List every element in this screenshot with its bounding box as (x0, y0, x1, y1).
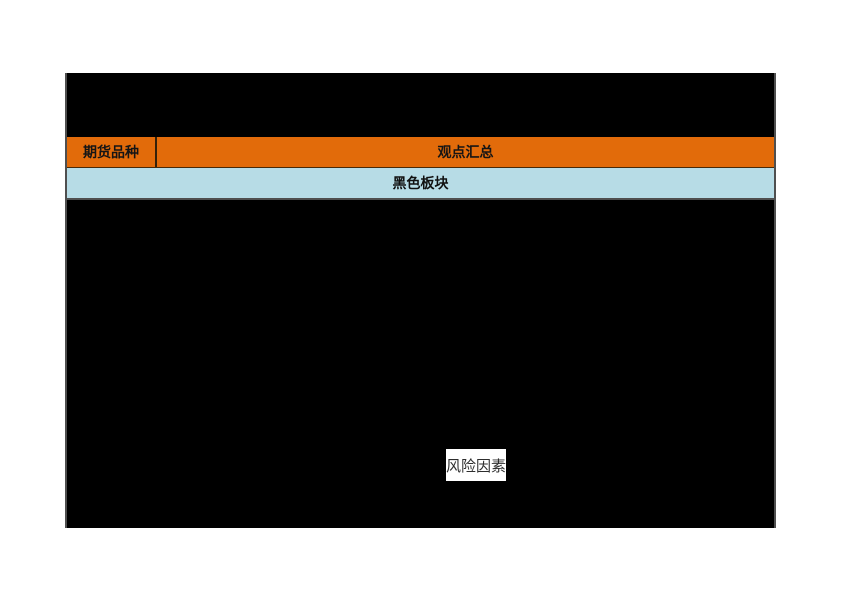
header-cell-viewpoint-summary: 观点汇总 (157, 137, 774, 167)
table-header-row: 期货品种 观点汇总 (67, 137, 774, 168)
header-cell-futures-variety: 期货品种 (67, 137, 157, 167)
redacted-table-body: 风险因素 (67, 200, 774, 528)
black-sector-label: 黑色板块 (392, 175, 449, 191)
section-row-black-sector: 黑色板块 (67, 168, 774, 200)
redacted-top-band (67, 73, 774, 137)
risk-factors-box: 风险因素 (446, 449, 506, 481)
futures-variety-label: 期货品种 (83, 144, 139, 160)
viewpoint-summary-label: 观点汇总 (437, 144, 494, 160)
risk-factors-label: 风险因素 (446, 456, 507, 475)
report-table: 期货品种 观点汇总 黑色板块 风险因素 (65, 73, 776, 528)
